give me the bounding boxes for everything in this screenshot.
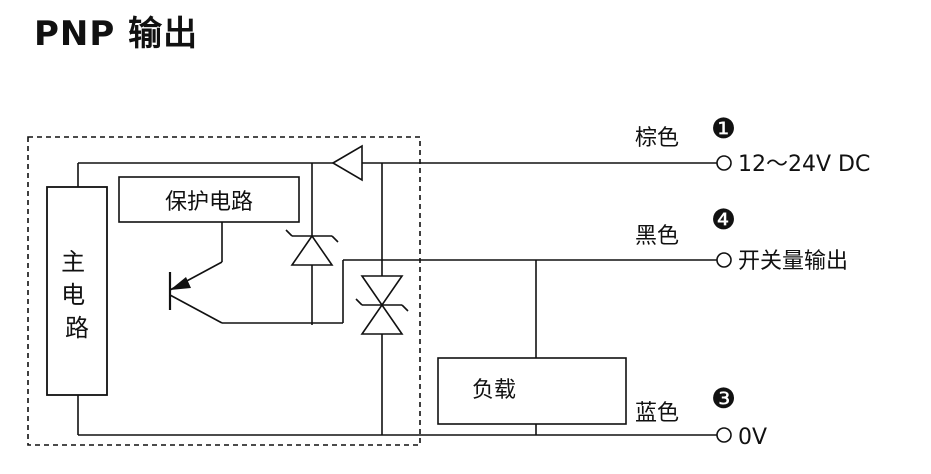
pin-number-brown: ❶ [711,112,736,145]
tvs-diode-upper [360,275,404,307]
terminal-label-output: 开关量输出 [738,249,848,274]
terminal-label-ground: 0V [738,425,767,450]
protection-circuit-block [118,176,300,223]
tvs-diode-lower [360,303,404,335]
load-label: 负载 [472,378,516,403]
terminal-brown [716,155,732,171]
wire-color-blue: 蓝色 [635,401,679,426]
supply-diode [331,144,363,182]
wire-color-brown: 棕色 [635,126,679,151]
main-circuit-label: 主 电 路 [61,248,93,342]
terminal-blue [716,427,732,443]
zener-diode [290,234,334,266]
main-circuit-block [46,186,108,396]
pnp-transistor-arrow [170,277,191,290]
terminal-black [716,252,732,268]
protection-circuit-label: 保护电路 [165,190,253,215]
pin-number-black: ❹ [711,203,736,236]
sensor-enclosure [27,136,421,446]
pin-number-blue: ❸ [711,382,736,415]
load-block [437,357,627,425]
terminal-label-supply: 12～24V DC [738,152,870,177]
page-title: PNP 输出 [34,14,199,54]
wire-color-black: 黑色 [635,224,679,249]
